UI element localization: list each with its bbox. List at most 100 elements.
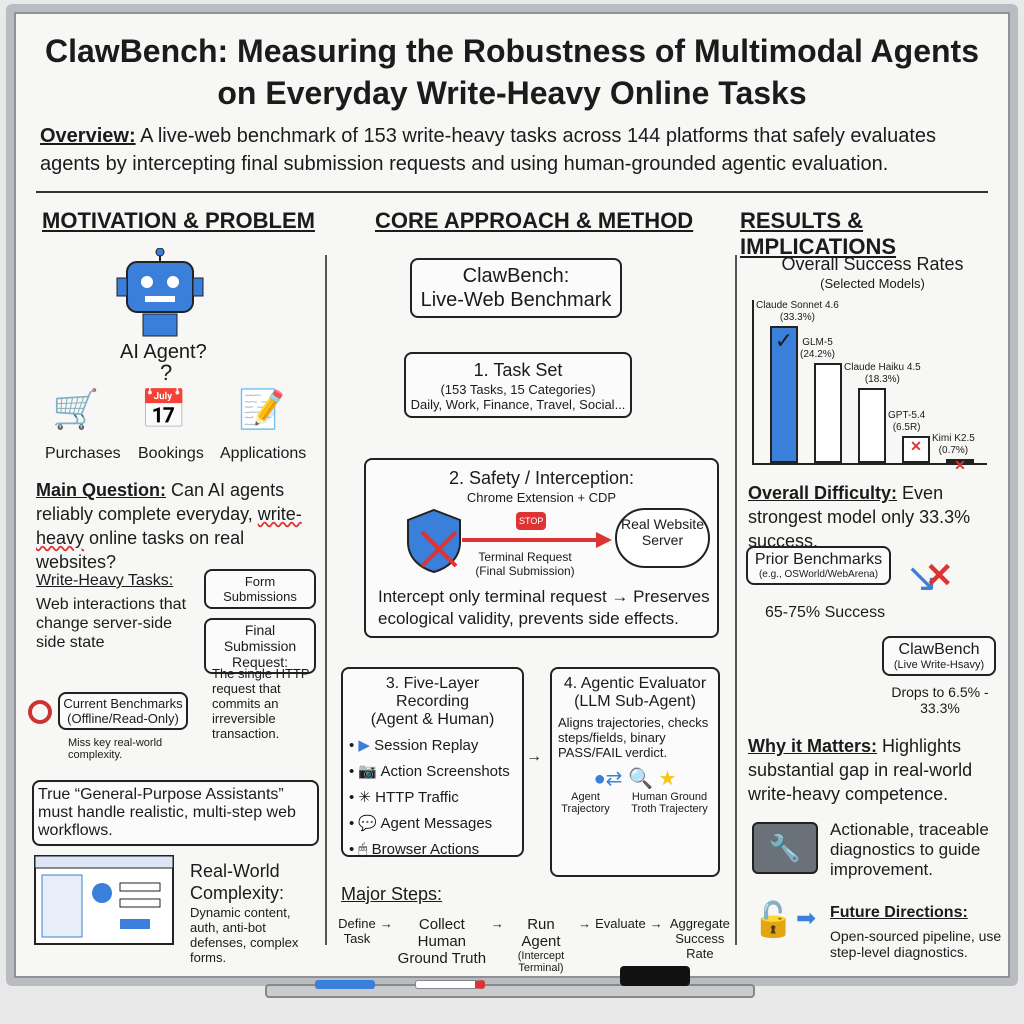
chart-title-block: Overall Success Rates(Selected Models)	[745, 252, 1000, 291]
future-text: Open-sourced pipeline, use step-level di…	[830, 928, 1002, 960]
write-heavy-emphasis: write-heavy	[36, 504, 302, 548]
eraser[interactable]	[620, 966, 690, 986]
terminal-request: Terminal Request(Final Submission)	[470, 550, 580, 578]
divider	[735, 255, 737, 945]
bar-value: (33.3%)	[779, 311, 815, 323]
drops-text: Drops to 6.5% - 33.3%	[891, 684, 989, 716]
message-icon: 💬	[358, 815, 378, 832]
red-marker[interactable]	[415, 980, 485, 989]
agent-trajectory-label: Agent Trajectory	[561, 791, 610, 815]
write-heavy-desc: Web interactions that change server-side…	[36, 596, 187, 651]
clawbench-sub: Live-Web Benchmark	[420, 289, 612, 311]
title-line-2: on Everyday Write-Heavy Online Tasks	[217, 75, 807, 111]
overview-text: A live-web benchmark of 153 write-heavy …	[40, 125, 936, 175]
agent-label: AI Agent?	[120, 341, 207, 363]
robot-icon	[116, 248, 204, 337]
human-trajectory-label: Human Ground Troth Trajectery	[631, 791, 708, 815]
trajectory-labels: Agent Trajectory Human Ground Troth Traje…	[558, 791, 712, 815]
bar-value: (6.5R)	[892, 422, 921, 434]
recording-sub: (Agent & Human)	[370, 711, 495, 728]
toolbox-icon: 🔧	[752, 822, 818, 874]
blue-marker[interactable]	[315, 980, 375, 989]
step: Aggregate Success Rate	[669, 916, 730, 961]
server-cloud: Real Website Server	[615, 508, 710, 568]
bar-value: (18.3%)	[864, 373, 900, 385]
final-submission-desc: The single HTTP request that commits an …	[212, 666, 310, 741]
bar-category: Claude Haiku 4.5	[844, 361, 921, 373]
bar-value: (0.7%)	[938, 445, 969, 456]
current-benchmarks-box: Current Benchmarks(Offline/Read-Only)	[58, 692, 188, 730]
marker-tray	[265, 984, 755, 998]
recording-item: • ▶ Session Replay	[349, 737, 479, 754]
bookings-label: Bookings	[138, 445, 204, 462]
arrow-icon	[462, 532, 612, 548]
mouse-icon: 🖱	[358, 841, 368, 858]
bar-label: GPT-5.4(6.5R)	[888, 410, 925, 434]
main-question-tail: online tasks on real websites?	[36, 528, 245, 572]
clawbench-result-box: ClawBench(Live Write-Hsavy)	[882, 636, 996, 676]
recording-item: • 📷 Action Screenshots	[349, 763, 510, 780]
clawbench-title: ClawBench:	[462, 265, 570, 287]
prior-sub: (e.g., OSWorld/WebArena)	[758, 569, 879, 580]
shield-icon	[407, 508, 461, 574]
final-submission-box: Final Submission Request:	[204, 618, 316, 674]
divider	[325, 255, 327, 945]
main-question-label: Main Question:	[36, 480, 166, 500]
page-title: ClawBench: Measuring the Robustness of M…	[0, 30, 1024, 114]
arrow-icon: →	[490, 916, 504, 931]
bar: ✕	[946, 457, 974, 473]
evaluator-title: 4. Agentic Evaluator	[563, 675, 707, 692]
recording-box: 3. Five-Layer Recording (Agent & Human) …	[341, 667, 524, 858]
current-benchmarks-label: Current Benchmarks	[63, 696, 183, 711]
question-mark: ?	[160, 360, 173, 385]
divider	[36, 191, 988, 193]
miss-complexity: Miss key real-world complexity.	[68, 737, 163, 761]
bar-category: Claude Sonnet 4.6	[756, 299, 839, 311]
real-world-desc: Dynamic content, auth, anti-bot defenses…	[190, 905, 299, 965]
bar-label: Claude Sonnet 4.6(33.3%)	[756, 300, 839, 324]
arrow-icon: →	[649, 916, 663, 931]
major-steps: Define Task→ Collect Human Ground Truth→…	[338, 916, 733, 974]
recording-title: 3. Five-Layer Recording	[385, 675, 480, 710]
step: Evaluate	[595, 916, 646, 931]
bar: ✕	[902, 436, 930, 463]
cross-icon: ✕	[954, 457, 966, 473]
task-set-box: 1. Task Set(153 Tasks, 15 Categories)Dai…	[404, 352, 632, 418]
major-steps-label: Major Steps:	[341, 884, 443, 904]
current-benchmarks-sub: (Offline/Read-Only)	[67, 711, 179, 726]
bar-chart: ✓Claude Sonnet 4.6(33.3%)GLM-5(24.2%)Cla…	[752, 300, 987, 473]
arrow-icon: →	[379, 916, 393, 931]
purchases-label: Purchases	[45, 445, 121, 462]
trajectory-icon: ●⇄	[593, 768, 623, 790]
title-line-1: ClawBench: Measuring the Robustness of M…	[45, 33, 979, 69]
step: Collect Human Ground Truth	[397, 916, 487, 967]
bar-category: GLM-5	[802, 337, 833, 349]
bar-label: Kimi K2.5(0.7%)	[932, 433, 975, 457]
why-matters: Why it Matters: Highlights substantial g…	[748, 734, 998, 806]
chart-subtitle: (Selected Models)	[820, 276, 925, 291]
overview: Overview: A live-web benchmark of 153 wr…	[40, 122, 990, 178]
unlock-icon: 🔓	[752, 901, 795, 939]
general-purpose-box: True “General-Purpose Assistants” must h…	[32, 780, 319, 846]
prior-benchmarks-box: Prior Benchmarks(e.g., OSWorld/WebArena)	[746, 546, 891, 585]
real-world-title: Real-World Complexity:	[190, 861, 285, 903]
star-icon: ★	[658, 768, 677, 790]
task-set-sub: (153 Tasks, 15 Categories)	[440, 382, 596, 397]
recording-item: • ✳ HTTP Traffic	[349, 789, 459, 806]
bar	[814, 363, 842, 463]
bar: ✓	[770, 325, 798, 463]
bar-label: Claude Haiku 4.5(18.3%)	[844, 362, 921, 386]
terminal-request-label: Terminal Request	[478, 550, 572, 564]
arrow-icon: →	[526, 748, 542, 765]
write-heavy-label: Write-Heavy Tasks:	[36, 572, 174, 589]
safety-desc: Intercept only terminal request → Preser…	[378, 587, 710, 628]
prior-rate: 65-75% Success	[765, 604, 886, 621]
clawbench-result-sub: (Live Write-Hsavy)	[893, 659, 985, 671]
recording-item: • 💬 Agent Messages	[349, 815, 493, 832]
down-arrow-icon: ↘	[905, 556, 939, 600]
bar-category: GPT-5.4	[888, 410, 926, 422]
step-label: Run Agent	[521, 916, 561, 950]
future-label: Future Directions:	[830, 904, 968, 921]
evaluator-box: 4. Agentic Evaluator (LLM Sub-Agent) Ali…	[550, 667, 720, 877]
camera-icon: 📷	[358, 763, 378, 780]
